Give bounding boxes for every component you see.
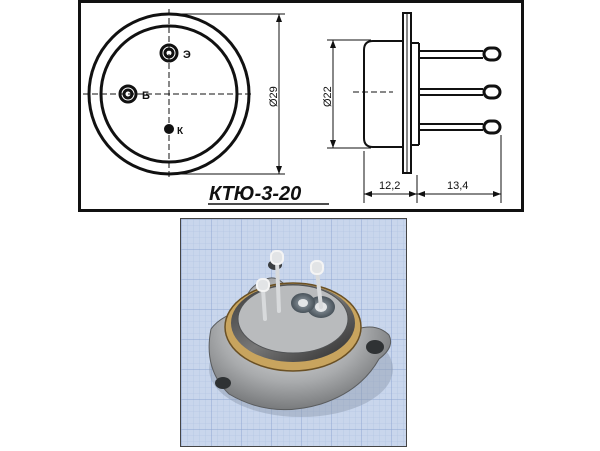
base-pin-label: Б — [142, 90, 150, 102]
technical-drawing: Э Б К Ø29 — [83, 9, 502, 205]
top-view — [83, 9, 253, 179]
body-length-label: 12,2 — [379, 180, 400, 192]
side-view — [353, 12, 502, 174]
lead-length-label: 13,4 — [447, 180, 468, 192]
collector-pin-dot — [164, 124, 174, 134]
base-pin-core — [122, 88, 134, 100]
collector-pin-label: К — [177, 126, 184, 137]
flange-hole-bottom — [215, 377, 231, 389]
component-photo-panel — [180, 218, 407, 447]
emitter-pin-core — [163, 47, 175, 59]
flange-diameter-label: Ø29 — [268, 86, 280, 107]
component-photo — [181, 219, 406, 446]
length-dimensions — [363, 135, 502, 203]
emitter-pin-label: Э — [183, 49, 191, 61]
can-body — [363, 40, 403, 148]
transistor-leads — [261, 259, 323, 321]
model-title: КТЮ-3-20 — [209, 183, 301, 205]
lead-loops — [482, 46, 502, 135]
can-diameter-dimension — [327, 39, 371, 149]
technical-drawing-panel: Э Б К Ø29 — [78, 0, 524, 212]
leads — [419, 50, 483, 131]
base-pin-ring — [118, 84, 138, 104]
emitter-pin-ring — [159, 43, 179, 63]
can-diameter-label: Ø22 — [322, 86, 334, 107]
can-top — [237, 284, 349, 354]
flange-diameter-dimension — [177, 13, 285, 175]
flange-hole-right — [366, 340, 384, 354]
